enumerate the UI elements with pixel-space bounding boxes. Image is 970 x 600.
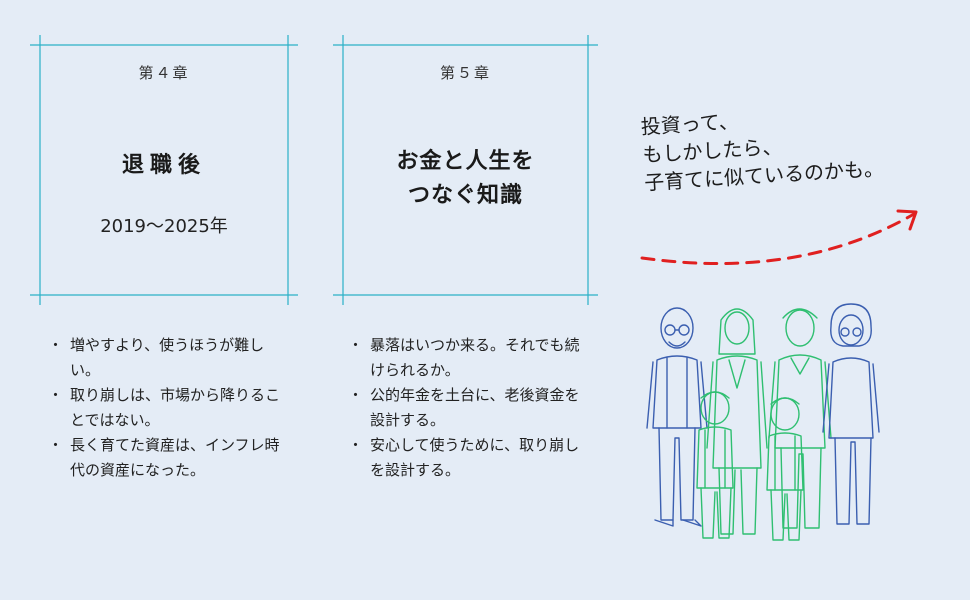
family-illustration-icon xyxy=(646,303,880,541)
chapter4-title: 退職後 xyxy=(121,153,206,178)
list-item: ・暴落はいつか来る。それでも続けられるか。 xyxy=(344,333,594,383)
bullet-text: 安心して使うために、取り崩しを設計する。 xyxy=(370,436,580,479)
bullet-text: 長く育てた資産は、インフレ時代の資産になった。 xyxy=(70,436,280,479)
dashed-curved-arrow-icon xyxy=(640,209,918,265)
chapter5-title-line2: つなぐ知識 xyxy=(407,183,523,208)
chapter5-label: 第５章 xyxy=(439,64,491,82)
chapter4-card: 第４章 退職後 2019〜2025年 xyxy=(40,45,288,295)
list-item: ・長く育てた資産は、インフレ時代の資産になった。 xyxy=(44,433,294,483)
chapter5-title-line1: お金と人生を xyxy=(396,149,535,174)
list-item: ・取り崩しは、市場から降りることではない。 xyxy=(44,383,294,433)
chapter5-card: 第５章 お金と人生を つなぐ知識 xyxy=(343,45,588,295)
chapter5-bullet-list: ・暴落はいつか来る。それでも続けられるか。 ・公的年金を土台に、老後資金を設計す… xyxy=(344,333,594,483)
bullet-marker: ・ xyxy=(48,336,64,354)
chapter4-years: 2019〜2025年 xyxy=(100,216,228,237)
bullet-marker: ・ xyxy=(48,386,64,404)
bullet-marker: ・ xyxy=(48,436,64,454)
chapter4-label: 第４章 xyxy=(138,64,190,82)
bullet-text: 取り崩しは、市場から降りることではない。 xyxy=(70,386,281,429)
bullet-marker: ・ xyxy=(348,386,364,404)
bullet-text: 増やすより、使うほうが難しい。 xyxy=(70,336,265,379)
list-item: ・安心して使うために、取り崩しを設計する。 xyxy=(344,433,594,483)
list-item: ・公的年金を土台に、老後資金を設計する。 xyxy=(344,383,594,433)
bullet-text: 公的年金を土台に、老後資金を設計する。 xyxy=(370,386,580,429)
chapter5-title: お金と人生を つなぐ知識 xyxy=(343,145,588,213)
list-item: ・増やすより、使うほうが難しい。 xyxy=(44,333,294,383)
bullet-marker: ・ xyxy=(348,336,364,354)
bullet-text: 暴落はいつか来る。それでも続けられるか。 xyxy=(370,336,580,379)
bullet-marker: ・ xyxy=(348,436,364,454)
chapter4-bullet-list: ・増やすより、使うほうが難しい。 ・取り崩しは、市場から降りることではない。 ・… xyxy=(44,333,294,483)
